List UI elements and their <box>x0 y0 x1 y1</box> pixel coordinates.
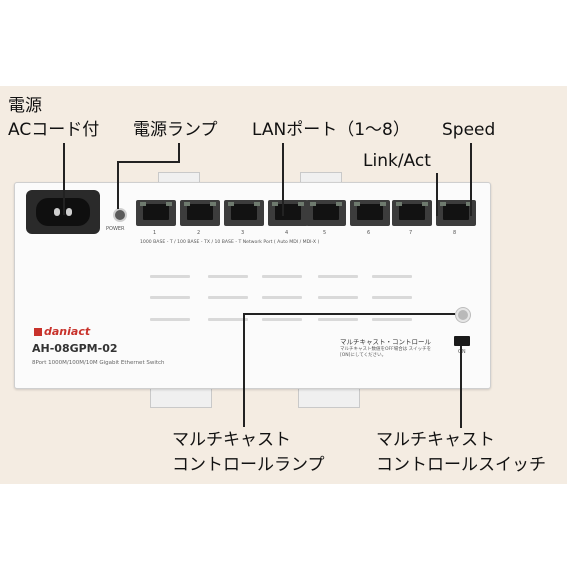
callout-power-inlet-line1: 電源 <box>8 96 42 116</box>
leader-line <box>63 143 65 215</box>
vent-slot <box>318 318 358 321</box>
multicast-panel-note-text: マルチキャスト数値をOFF場合は スイッチを[ON]にしてください。 <box>340 347 432 358</box>
callout-multicast-lamp-line1: マルチキャスト <box>172 430 291 450</box>
lan-port-1 <box>136 200 176 226</box>
port-number: 1 <box>153 230 157 236</box>
leader-line <box>460 346 462 428</box>
model-name: AH-08GPM-02 <box>32 342 118 355</box>
leader-line <box>178 143 180 163</box>
callout-power-inlet-line2: ACコード付 <box>8 120 100 140</box>
port-number: 3 <box>241 230 245 236</box>
lan-port-4 <box>268 200 308 226</box>
vent-slot <box>150 275 190 278</box>
vent-slot <box>208 275 248 278</box>
port-number: 4 <box>285 230 289 236</box>
port-number: 6 <box>367 230 371 236</box>
power-led-icon <box>113 208 127 222</box>
vent-slot <box>150 318 190 321</box>
vent-slot <box>372 275 412 278</box>
brand-logo-mark <box>34 328 42 336</box>
port-number: 2 <box>197 230 201 236</box>
port-number: 5 <box>323 230 327 236</box>
leader-line <box>243 313 245 427</box>
lan-port-3 <box>224 200 264 226</box>
vent-slot <box>208 318 248 321</box>
vent-slot <box>318 296 358 299</box>
port-strip-text: 1000 BASE - T / 100 BASE - TX / 10 BASE … <box>140 240 320 245</box>
brand-logo: daniact <box>44 325 91 338</box>
callout-link-act: Link/Act <box>363 151 431 171</box>
multicast-panel-note: マルチキャスト数値をOFF場合は スイッチを[ON]にしてください。 <box>340 347 440 359</box>
callout-power-lamp: 電源ランプ <box>133 120 218 140</box>
vent-slot <box>262 296 302 299</box>
leader-line <box>117 161 179 163</box>
vent-slot <box>318 275 358 278</box>
leader-line <box>243 313 455 315</box>
vent-slot <box>372 318 412 321</box>
lan-port-7 <box>392 200 432 226</box>
lan-port-5 <box>306 200 346 226</box>
power-label: POWER <box>106 226 125 232</box>
callout-speed: Speed <box>442 120 496 140</box>
vent-slot <box>372 296 412 299</box>
lan-port-8 <box>436 200 476 226</box>
toggle-switch-icon <box>454 336 470 346</box>
callout-multicast-lamp-line2: コントロールランプ <box>172 455 325 475</box>
port-number: 7 <box>409 230 413 236</box>
multicast-led-icon <box>456 308 470 322</box>
vent-slot <box>150 296 190 299</box>
vent-slot <box>262 275 302 278</box>
leader-line <box>470 143 472 216</box>
port-number: 8 <box>453 230 457 236</box>
callout-lan-ports: LANポート（1～8） <box>252 120 410 140</box>
leader-line <box>436 173 438 216</box>
callout-multicast-switch-line2: コントロールスイッチ <box>376 455 546 475</box>
callout-multicast-switch-line1: マルチキャスト <box>376 430 495 450</box>
multicast-panel-title: マルチキャスト・コントロール <box>340 338 431 346</box>
vent-slot <box>208 296 248 299</box>
lan-port-6 <box>350 200 390 226</box>
leader-line <box>117 161 119 209</box>
model-description: 8Port 1000M/100M/10M Gigabit Ethernet Sw… <box>32 360 165 366</box>
leader-line <box>282 143 284 216</box>
vent-slot <box>262 318 302 321</box>
lan-port-2 <box>180 200 220 226</box>
